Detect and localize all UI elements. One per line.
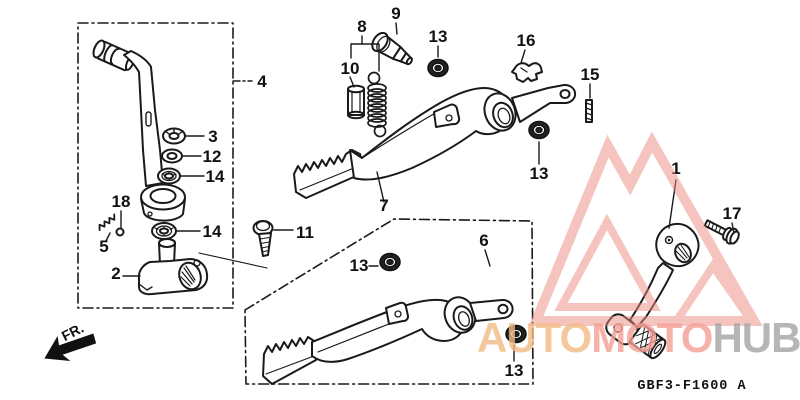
leader-lines bbox=[105, 22, 735, 362]
callout-11: 11 bbox=[296, 223, 314, 242]
pivot-bolt bbox=[371, 31, 413, 66]
steel-ball bbox=[115, 227, 125, 237]
kick-starter-joint bbox=[138, 238, 209, 296]
watermark-segment-auto: AUTO bbox=[477, 314, 591, 361]
diagram-code: GBF3-F1600 A bbox=[637, 379, 746, 394]
washer-14-upper bbox=[157, 167, 181, 185]
callout-5: 5 bbox=[99, 237, 108, 256]
callout-14-lower: 14 bbox=[203, 222, 222, 241]
dust-seal-brake bbox=[528, 120, 550, 140]
brake-pedal bbox=[293, 83, 577, 199]
kick-starter-arm bbox=[92, 39, 186, 222]
callout-17: 17 bbox=[723, 204, 742, 223]
joint-clip bbox=[511, 62, 543, 83]
ratchet-spring bbox=[98, 213, 116, 232]
callout-9: 9 bbox=[391, 4, 400, 23]
callout-16: 16 bbox=[517, 31, 536, 50]
callout-4: 4 bbox=[257, 72, 267, 91]
callout-3: 3 bbox=[208, 127, 217, 146]
watermark-text: AUTOMOTOHUB bbox=[477, 314, 800, 361]
callout-12: 12 bbox=[203, 147, 222, 166]
washer-12 bbox=[161, 148, 183, 164]
cotter-pin bbox=[585, 99, 593, 123]
callout-18: 18 bbox=[112, 192, 131, 211]
callout-15: 15 bbox=[581, 65, 600, 84]
middle-pedal-box bbox=[244, 218, 534, 385]
callout-14-upper: 14 bbox=[206, 167, 225, 186]
callout-13-right: 13 bbox=[505, 361, 524, 380]
watermark-segment-hub: HUB bbox=[712, 314, 800, 361]
watermark-logo bbox=[528, 131, 763, 326]
return-spring bbox=[367, 71, 387, 138]
callout-13-brake: 13 bbox=[530, 164, 549, 183]
middle-pedal bbox=[262, 296, 514, 385]
callout-2: 2 bbox=[111, 264, 120, 283]
spring-collar bbox=[347, 84, 365, 120]
callout-8: 8 bbox=[357, 17, 366, 36]
callout-7: 7 bbox=[379, 196, 388, 215]
watermark-segment-moto: MOTO bbox=[591, 314, 712, 361]
ratchet-plate bbox=[162, 127, 186, 145]
callout-13-top: 13 bbox=[429, 27, 448, 46]
leader-joint-to-bolt bbox=[198, 252, 268, 269]
bolt-17 bbox=[703, 219, 740, 245]
dust-seal-top bbox=[427, 58, 449, 78]
callout-10: 10 bbox=[341, 59, 360, 78]
callout-6: 6 bbox=[479, 231, 488, 250]
fr-direction-arrow: FR. bbox=[44, 319, 97, 361]
dust-seal-left bbox=[379, 252, 401, 272]
callout-1: 1 bbox=[671, 159, 680, 178]
washer-14-lower bbox=[151, 222, 177, 240]
bolt-11 bbox=[252, 220, 274, 257]
callout-13-left: 13 bbox=[350, 256, 369, 275]
